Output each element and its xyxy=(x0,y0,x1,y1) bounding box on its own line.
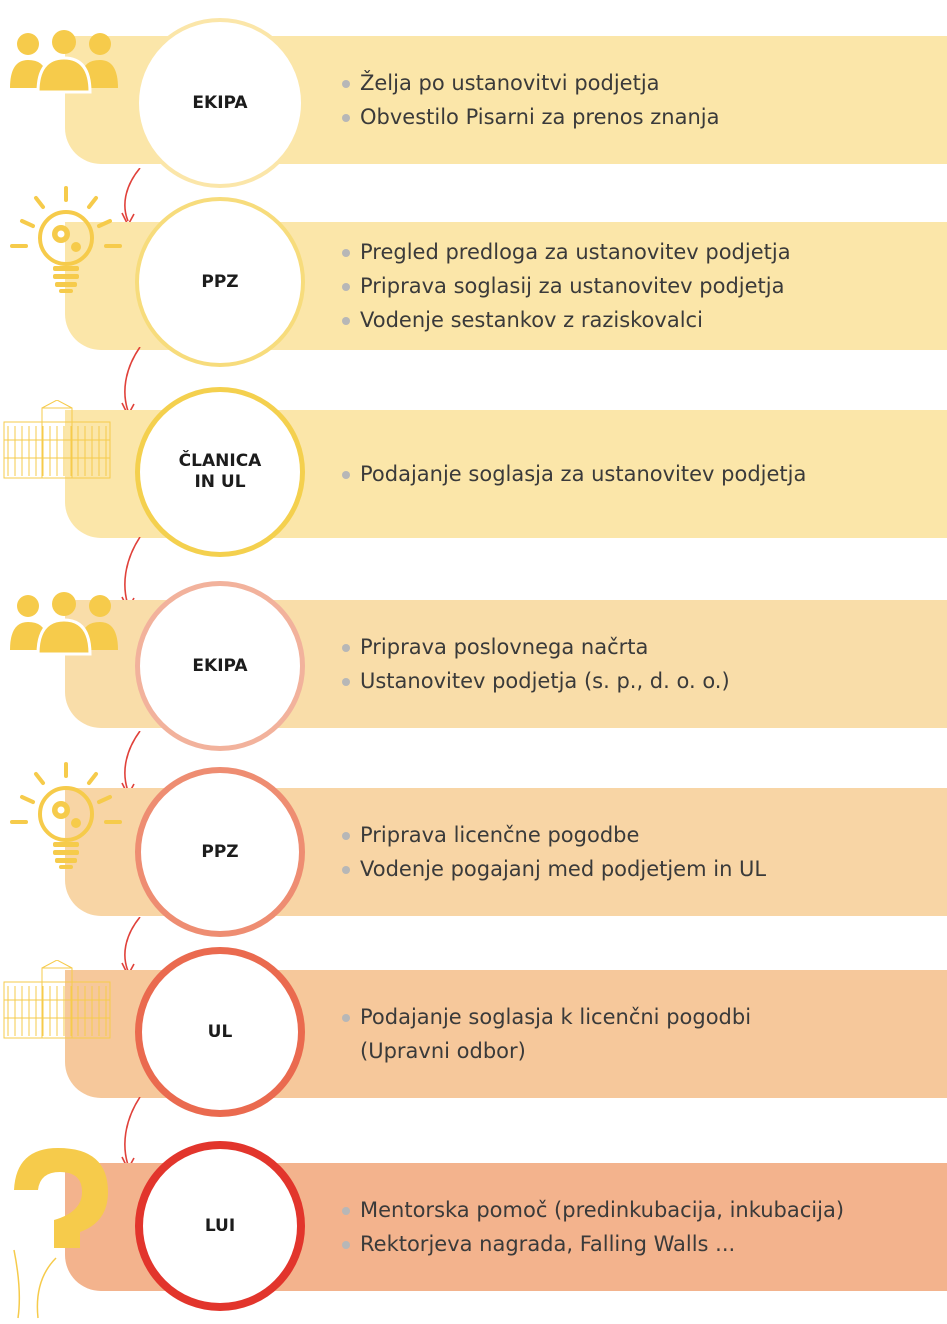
people-icon xyxy=(8,30,120,98)
bullet-item: Priprava licenčne pogodbe xyxy=(340,818,940,852)
bullet-dot xyxy=(342,317,350,325)
bullet-dot xyxy=(342,1241,350,1249)
university-building-icon xyxy=(2,959,112,1044)
bullet-dot xyxy=(342,1207,350,1215)
bullet-text: Obvestilo Pisarni za prenos znanja xyxy=(360,105,720,129)
step-label: PPZ xyxy=(201,271,239,292)
step-circle: EKIPA xyxy=(135,581,305,751)
bullet-list: Mentorska pomoč (predinkubacija, inkubac… xyxy=(340,1193,940,1261)
bullet-dot xyxy=(342,249,350,257)
bullet-dot xyxy=(342,80,350,88)
question-mark-icon xyxy=(8,1140,118,1324)
step-label: LUI xyxy=(204,1215,236,1236)
bullet-dot xyxy=(342,1014,350,1022)
step-circle: PPZ xyxy=(135,767,305,937)
bullet-text: Mentorska pomoč (predinkubacija, inkubac… xyxy=(360,1198,845,1222)
bullet-item: Rektorjeva nagrada, Falling Walls ... xyxy=(340,1227,940,1261)
bullet-text: Želja po ustanovitvi podjetja xyxy=(360,71,660,95)
bullet-text: Priprava poslovnega načrta xyxy=(360,635,649,659)
bullet-list: Pregled predloga za ustanovitev podjetja… xyxy=(340,235,940,337)
step-circle: EKIPA xyxy=(135,18,305,188)
step-label: UL xyxy=(207,1021,233,1042)
bullet-item: Ustanovitev podjetja (s. p., d. o. o.) xyxy=(340,664,940,698)
bullet-text: Priprava soglasij za ustanovitev podjetj… xyxy=(360,274,785,298)
bullet-item: Mentorska pomoč (predinkubacija, inkubac… xyxy=(340,1193,940,1227)
bullet-text: Pregled predloga za ustanovitev podjetja xyxy=(360,240,791,264)
step-label: EKIPA xyxy=(192,92,248,113)
bullet-text: Ustanovitev podjetja (s. p., d. o. o.) xyxy=(360,669,730,693)
bullet-text: Podajanje soglasja k licenčni pogodbi (U… xyxy=(360,1005,752,1063)
bullet-text: Vodenje pogajanj med podjetjem in UL xyxy=(360,857,767,881)
step-label: PPZ xyxy=(201,841,239,862)
bullet-text: Rektorjeva nagrada, Falling Walls ... xyxy=(360,1232,736,1256)
bullet-item: Podajanje soglasja k licenčni pogodbi (U… xyxy=(340,1000,940,1068)
bullet-item: Priprava poslovnega načrta xyxy=(340,630,940,664)
bullet-item: Obvestilo Pisarni za prenos znanja xyxy=(340,100,940,134)
bullet-item: Pregled predloga za ustanovitev podjetja xyxy=(340,235,940,269)
bullet-item: Vodenje pogajanj med podjetjem in UL xyxy=(340,852,940,886)
bullet-text: Podajanje soglasja za ustanovitev podjet… xyxy=(360,462,807,486)
bullet-item: Podajanje soglasja za ustanovitev podjet… xyxy=(340,457,940,491)
step-label: EKIPA xyxy=(192,655,248,676)
step-circle: LUI xyxy=(135,1141,305,1311)
bullet-dot xyxy=(342,114,350,122)
bullet-list: Podajanje soglasja k licenčni pogodbi (U… xyxy=(340,1000,940,1068)
bullet-dot xyxy=(342,471,350,479)
bullet-dot xyxy=(342,866,350,874)
people-icon xyxy=(8,592,120,660)
bullet-dot xyxy=(342,832,350,840)
step-label: ČLANICA IN UL xyxy=(178,451,262,492)
bullet-item: Priprava soglasij za ustanovitev podjetj… xyxy=(340,269,940,303)
bullet-list: Podajanje soglasja za ustanovitev podjet… xyxy=(340,457,940,491)
step-circle: UL xyxy=(135,947,305,1117)
bullet-item: Vodenje sestankov z raziskovalci xyxy=(340,303,940,337)
university-building-icon xyxy=(2,399,112,484)
bullet-dot xyxy=(342,678,350,686)
bullet-item: Želja po ustanovitvi podjetja xyxy=(340,66,940,100)
bullet-text: Priprava licenčne pogodbe xyxy=(360,823,640,847)
bullet-text: Vodenje sestankov z raziskovalci xyxy=(360,308,703,332)
step-circle: PPZ xyxy=(135,197,305,367)
lightbulb-gears-icon xyxy=(6,186,126,300)
lightbulb-gears-icon xyxy=(6,762,126,876)
step-circle: ČLANICA IN UL xyxy=(135,387,305,557)
bullet-dot xyxy=(342,283,350,291)
bullet-dot xyxy=(342,644,350,652)
